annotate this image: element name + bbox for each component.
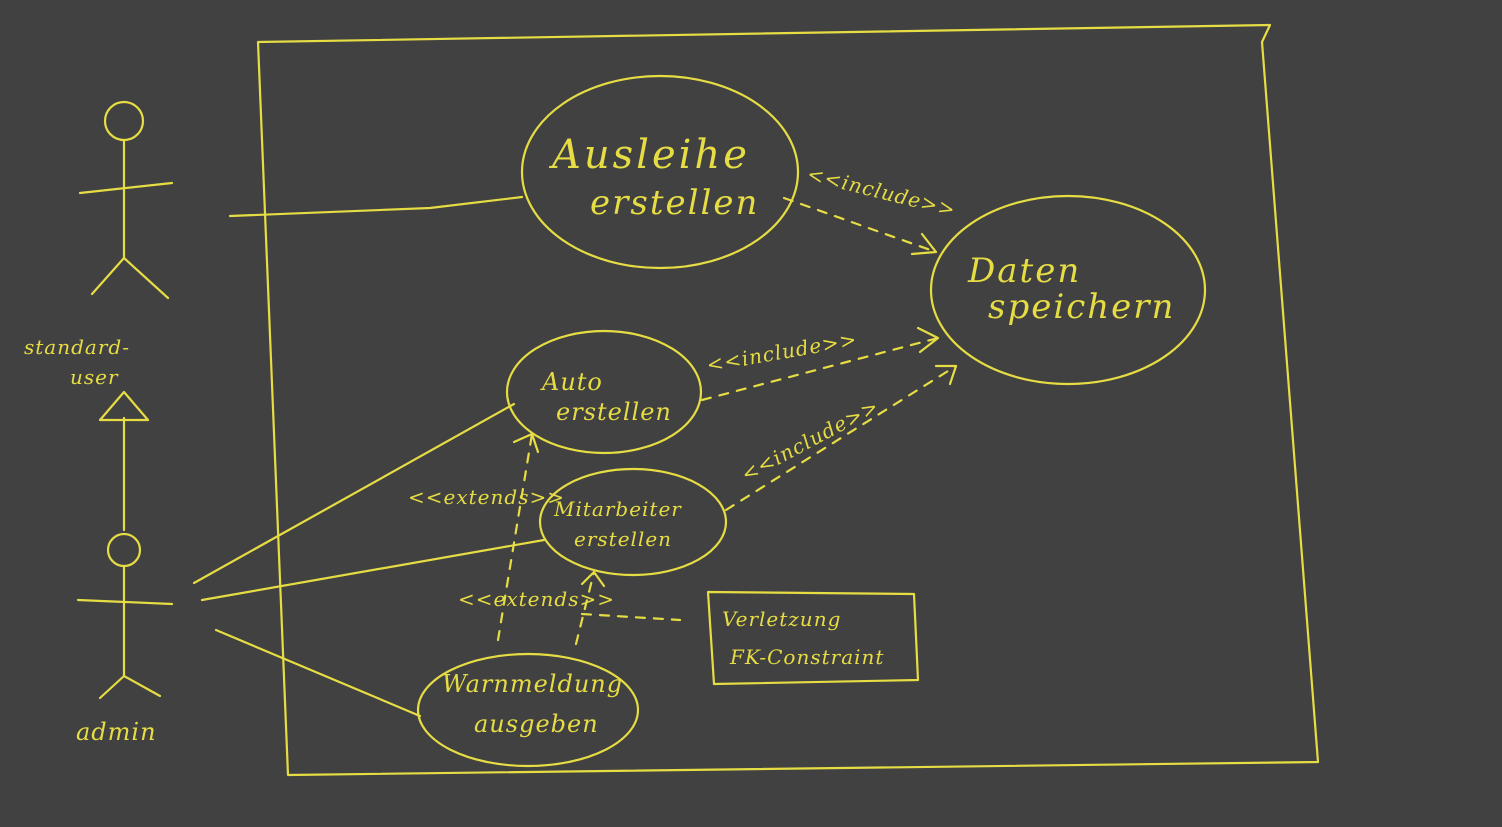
note-box xyxy=(706,590,920,686)
use-case-daten-label-1: Daten xyxy=(967,251,1081,291)
association-admin-mitarbeiter xyxy=(200,538,546,602)
include-mitarbeiter-daten xyxy=(724,364,958,512)
actor-admin-label: admin xyxy=(76,718,157,746)
actor-standard-user-label-2: user xyxy=(70,365,119,389)
association-admin-auto xyxy=(192,402,516,585)
use-case-daten-speichern xyxy=(929,194,1207,386)
use-case-auto-erstellen xyxy=(505,329,703,455)
use-case-mitarbeiter-label-2: erstellen xyxy=(574,527,672,551)
association-admin-warnmeldung xyxy=(214,628,422,718)
use-case-auto-label-2: erstellen xyxy=(556,398,672,426)
extends-mitarbeiter-label: <<extends>> xyxy=(458,587,615,611)
include-auto-daten xyxy=(700,326,940,402)
include-auto-label: <<include>> xyxy=(705,327,859,377)
system-boundary xyxy=(256,23,1320,777)
actor-admin xyxy=(76,532,174,700)
use-case-ausleihe-label-1: Ausleihe xyxy=(548,132,750,178)
include-ausleihe-label: <<include>> xyxy=(805,162,959,222)
note-label-1: Verletzung xyxy=(722,607,841,631)
generalization-arrow xyxy=(98,390,150,532)
include-mitarbeiter-label: <<include>> xyxy=(737,394,883,487)
association-standard-user-ausleihe xyxy=(228,195,524,218)
use-case-mitarbeiter-erstellen xyxy=(538,467,728,577)
use-case-ausleihe-erstellen xyxy=(520,74,800,270)
include-ausleihe-daten xyxy=(782,196,938,256)
use-case-warnmeldung-ausgeben xyxy=(416,652,640,768)
use-case-auto-label-1: Auto xyxy=(540,368,603,396)
use-case-warnmeldung-label-2: ausgeben xyxy=(474,710,599,738)
extends-warnmeldung-mitarbeiter xyxy=(574,570,606,646)
use-case-mitarbeiter-label-1: Mitarbeiter xyxy=(553,497,682,521)
note-connector xyxy=(580,612,682,622)
extends-warnmeldung-auto xyxy=(496,432,540,642)
actor-standard-user-label-1: standard- xyxy=(24,335,130,359)
use-case-daten-label-2: speichern xyxy=(988,287,1175,327)
use-case-warnmeldung-label-1: Warnmeldung xyxy=(442,670,623,698)
use-case-ausleihe-label-2: erstellen xyxy=(590,183,759,223)
note-label-2: FK-Constraint xyxy=(729,645,884,669)
extends-auto-label: <<extends>> xyxy=(408,485,565,509)
actor-standard-user xyxy=(78,100,174,300)
